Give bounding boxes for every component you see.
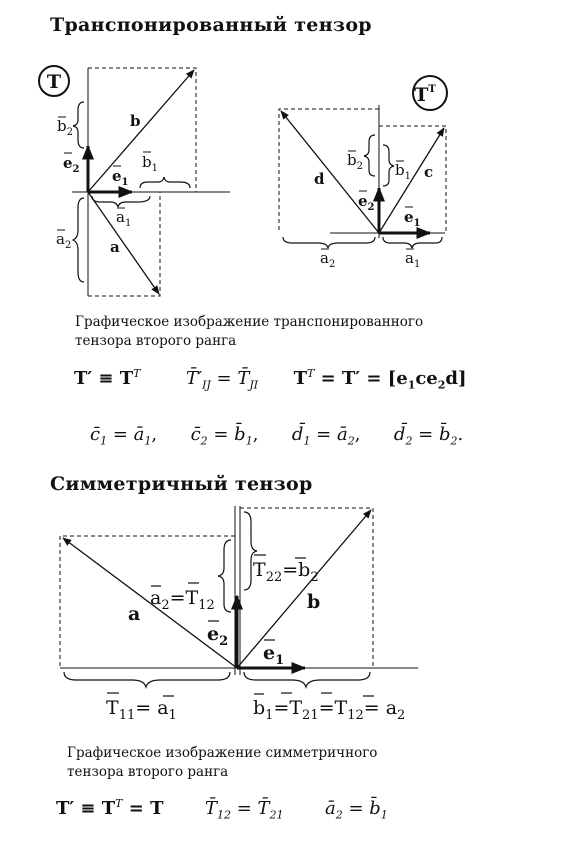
vector-b-sym bbox=[236, 509, 372, 669]
label-e1-sym: e1 bbox=[263, 642, 284, 668]
diagram-TT: TT d b2 b1 c e2 e1 a2 a1 bbox=[278, 75, 448, 270]
brace-b1-sym bbox=[243, 671, 371, 690]
badge-T-right: TT bbox=[414, 84, 436, 106]
label-a2-left: a2 bbox=[56, 230, 71, 251]
brace-a2-right bbox=[282, 236, 376, 249]
section1-caption-line1: Графическое изображение транспонированно… bbox=[75, 314, 424, 330]
section1-caption-line2: тензора второго ранга bbox=[75, 333, 237, 349]
section2-heading: Симметричный тензор bbox=[50, 473, 313, 495]
brace-T22-sym bbox=[243, 511, 258, 591]
vector-c bbox=[378, 127, 445, 234]
brace-a1-right bbox=[382, 236, 443, 249]
label-d-right: d bbox=[314, 170, 325, 188]
brace-b1 bbox=[139, 176, 191, 189]
brace-b2-right bbox=[363, 134, 376, 177]
dashed-box-b-sym bbox=[240, 507, 374, 668]
label-a2-T12-sym: a2=T12 bbox=[150, 587, 215, 613]
dashed-box-c bbox=[379, 125, 447, 233]
vector-a bbox=[87, 191, 160, 295]
label-a-left: a bbox=[110, 238, 120, 256]
brace-b2 bbox=[72, 101, 85, 149]
label-b2-left: b2 bbox=[57, 117, 73, 138]
brace-a2 bbox=[71, 197, 85, 283]
vector-b bbox=[87, 69, 195, 193]
section2-caption-line1: Графическое изображение симметричного bbox=[67, 745, 378, 761]
symmetric-tensor-diagram: a a2=T12 T22=b2 b e2 e1 T11= a1 b1=T21=T… bbox=[59, 506, 418, 723]
label-c-right: c bbox=[424, 163, 433, 181]
dashed-box-b bbox=[88, 67, 197, 192]
vector-a-sym bbox=[62, 537, 238, 669]
label-e1-right: e1 bbox=[404, 208, 421, 229]
label-T22-b2-sym: T22=b2 bbox=[253, 559, 319, 585]
vector-d bbox=[280, 110, 380, 234]
badge-circle-right bbox=[412, 75, 448, 111]
label-a1-right: a1 bbox=[405, 249, 420, 270]
badge-T-left: T bbox=[47, 71, 61, 93]
dashed-box-d bbox=[278, 108, 379, 233]
label-a2-right: a2 bbox=[320, 249, 335, 270]
label-e1-left: e1 bbox=[112, 167, 129, 188]
brace-b1-right bbox=[382, 144, 395, 187]
label-b1-T21-T12-a2-sym: b1=T21=T12= a2 bbox=[253, 697, 405, 723]
section2-formula: T′ ≡ TT = T T̄12 = T̄21 ā2 = b̄1 bbox=[56, 797, 388, 822]
label-e2-left: e2 bbox=[63, 154, 80, 175]
label-b-sym: b bbox=[307, 591, 320, 613]
label-T11-a1-sym: T11= a1 bbox=[106, 697, 177, 723]
brace-a1 bbox=[91, 195, 151, 208]
label-b1-left: b1 bbox=[142, 153, 158, 174]
dashed-box-a-sym bbox=[59, 535, 235, 668]
brace-T11-sym bbox=[63, 671, 231, 690]
section2-caption: Графическое изображение симметричного те… bbox=[67, 744, 377, 782]
section1-formula1: T′ ≡ TT T̄′IJ = T̄JI TT = T′ = [e1ce2d] bbox=[74, 367, 467, 392]
section1-formula2: c̄1 = ā1, c̄2 = b̄1, d̄1 = ā2, d̄2 = b̄2… bbox=[90, 424, 464, 448]
diagram-T: T b2 b e2 e1 b1 a1 a2 a bbox=[38, 65, 230, 297]
label-b2-right: b2 bbox=[347, 151, 363, 172]
label-b-left: b bbox=[130, 112, 141, 130]
label-a1-left: a1 bbox=[116, 208, 131, 229]
badge-circle-left bbox=[38, 65, 70, 97]
section2-caption-line2: тензора второго ранга bbox=[67, 764, 229, 780]
section1-caption: Графическое изображение транспонированно… bbox=[75, 313, 423, 351]
label-e2-right: e2 bbox=[358, 192, 375, 213]
brace-a2-sym bbox=[217, 539, 232, 613]
label-a-sym: a bbox=[128, 603, 140, 625]
label-e2-sym: e2 bbox=[207, 623, 228, 649]
label-b1-right: b1 bbox=[395, 161, 411, 182]
dashed-box-a bbox=[88, 192, 161, 297]
section1-heading: Транспонированный тензор bbox=[50, 14, 372, 36]
